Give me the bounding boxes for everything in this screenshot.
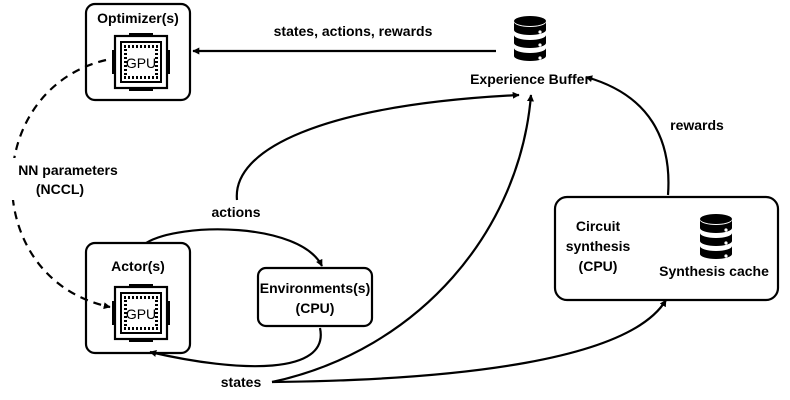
edges: states, actions, rewards NN parameters (… <box>6 23 724 390</box>
circuit-label-line2: synthesis <box>566 238 631 254</box>
edge-actions-to-buffer <box>235 91 520 201</box>
actor-label: Actor(s) <box>111 258 165 274</box>
experience-buffer-label: Experience Buffer <box>470 71 590 87</box>
experience-buffer-node: Experience Buffer <box>470 16 590 87</box>
environments-box <box>256 266 374 328</box>
circuit-label-line1: Circuit <box>576 218 621 234</box>
states-actions-rewards-label: states, actions, rewards <box>274 23 433 39</box>
environments-label: Environments(s) <box>260 280 370 296</box>
optimizer-label: Optimizer(s) <box>97 10 179 26</box>
optimizer-gpu-label: GPU <box>126 55 156 71</box>
circuit-synthesis-node: Circuit synthesis (CPU) Synthesis cache <box>553 195 780 302</box>
actor-node: Actor(s) GPU <box>84 241 192 355</box>
nccl-label: (NCCL) <box>36 181 84 197</box>
environments-node: Environments(s) (CPU) <box>256 266 374 328</box>
circuit-label-line3: (CPU) <box>579 258 618 274</box>
edge-synthesis-to-buffer <box>585 75 670 196</box>
database-icon <box>514 16 546 61</box>
nn-parameters-label: NN parameters <box>18 162 118 178</box>
optimizer-node: Optimizer(s) GPU <box>84 2 192 102</box>
synthesis-cache-label: Synthesis cache <box>659 263 769 279</box>
rewards-label: rewards <box>670 117 724 133</box>
gpu-chip-icon: GPU <box>110 282 172 344</box>
gpu-chip-icon: GPU <box>110 31 172 93</box>
edge-actor-to-environments <box>145 228 323 267</box>
edge-environments-to-actor <box>149 327 322 368</box>
states-label: states <box>221 374 262 390</box>
edge-states-to-buffer <box>271 94 534 384</box>
actor-gpu-label: GPU <box>126 306 156 322</box>
edge-states-to-synthesis <box>271 299 667 384</box>
environments-cpu-label: (CPU) <box>296 300 335 316</box>
actions-label: actions <box>211 204 260 220</box>
